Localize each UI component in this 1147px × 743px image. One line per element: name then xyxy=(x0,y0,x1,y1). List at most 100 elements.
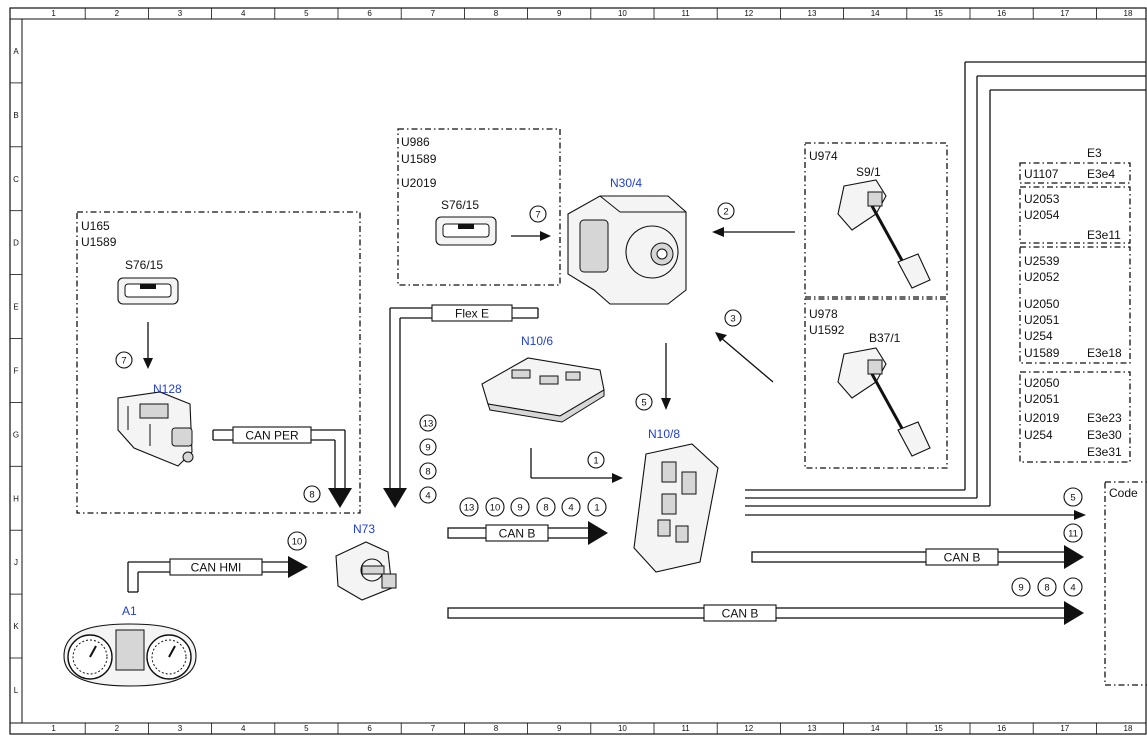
grid-row-label: F xyxy=(14,366,19,375)
n30-4-label: N30/4 xyxy=(610,176,642,190)
right-bottom-group-box: U978 U1592 B37/1 xyxy=(804,298,948,469)
grid-col-label-bottom: 17 xyxy=(1060,724,1069,733)
can-hmi-bus: CAN HMI xyxy=(127,556,308,593)
left-box-code-1: U165 xyxy=(81,219,110,233)
right-step-11-circle: 11 xyxy=(1068,529,1078,540)
n10-8-module-icon xyxy=(633,443,719,573)
switch-icon xyxy=(117,277,179,305)
grid-col-label-top: 9 xyxy=(557,9,562,18)
grid-col-label-bottom: 1 xyxy=(51,724,56,733)
e3-block4-code-2: U2051 xyxy=(1024,392,1060,406)
grid-row-label: G xyxy=(13,430,19,439)
e3-panel: E3 U1107 E3e4 U2053 U2054 E3e11 U2539 U2… xyxy=(1019,146,1131,463)
grid-col-label-top: 18 xyxy=(1124,9,1133,18)
n10-6-module-icon xyxy=(481,357,605,423)
grid-col-label-bottom: 2 xyxy=(115,724,120,733)
grid-col-label-top: 2 xyxy=(115,9,120,18)
can-per-bus: CAN PER xyxy=(212,426,352,508)
row-step-8: 8 xyxy=(543,503,548,514)
e3-block1-ref: E3e4 xyxy=(1087,167,1115,181)
grid-col-label-top: 3 xyxy=(178,9,183,18)
e3-block2-code-2: U2054 xyxy=(1024,208,1060,222)
a1-instrument-cluster-icon xyxy=(63,623,197,687)
can-b-bottom-bus: CAN B xyxy=(447,601,1084,625)
flex-e-bus: Flex E xyxy=(383,304,539,508)
b37-1-label: B37/1 xyxy=(869,331,901,345)
right-step-5-circle: 5 xyxy=(1070,493,1075,504)
row-step-13: 13 xyxy=(464,503,475,514)
row-step-1: 1 xyxy=(594,503,599,514)
grid-col-label-bottom: 18 xyxy=(1124,724,1133,733)
accelerator-pedal-sensor-icon xyxy=(837,347,931,457)
right-row-step-8: 8 xyxy=(1044,583,1049,594)
e3-block4-code-1: U2050 xyxy=(1024,376,1060,390)
grid-col-label-top: 12 xyxy=(744,9,753,18)
grid-col-label-top: 4 xyxy=(241,9,246,18)
grid-col-label-bottom: 14 xyxy=(871,724,880,733)
can-b-center-bus: CAN B xyxy=(447,521,608,545)
center-box-code-1: U986 xyxy=(401,135,430,149)
grid-row-label: L xyxy=(14,686,19,695)
a1-label: A1 xyxy=(122,604,137,618)
e3-block3-ref: E3e18 xyxy=(1087,346,1122,360)
can-hmi-label: CAN HMI xyxy=(191,561,242,575)
e3-block3-code-2: U2052 xyxy=(1024,270,1060,284)
grid-col-label-top: 5 xyxy=(304,9,309,18)
grid-col-label-bottom: 15 xyxy=(934,724,943,733)
grid-col-label-bottom: 9 xyxy=(557,724,562,733)
row-step-9: 9 xyxy=(517,503,522,514)
switch-icon xyxy=(435,216,497,246)
right-bottom-code-2: U1592 xyxy=(809,323,845,337)
right-top-code-1: U974 xyxy=(809,149,838,163)
e3-block3-code-5: U254 xyxy=(1024,329,1053,343)
step-2-circle: 2 xyxy=(723,207,728,218)
grid-col-label-top: 7 xyxy=(431,9,436,18)
e3-title: E3 xyxy=(1087,146,1102,160)
right-row-step-9: 9 xyxy=(1018,583,1023,594)
right-top-group-box: U974 S9/1 xyxy=(804,142,948,298)
can-b-right-bus: CAN B xyxy=(751,545,1084,569)
n30-4-module-icon xyxy=(567,195,687,305)
step-10-circle: 10 xyxy=(292,537,303,548)
left-box-code-2: U1589 xyxy=(81,235,117,249)
flex-e-label: Flex E xyxy=(455,307,489,321)
grid-col-label-top: 15 xyxy=(934,9,943,18)
grid-row-label: C xyxy=(13,175,19,184)
e3-block3-code-4: U2051 xyxy=(1024,313,1060,327)
center-group-box: U986 U1589 U2019 S76/15 7 xyxy=(397,128,561,286)
grid-col-label-bottom: 3 xyxy=(178,724,183,733)
grid-col-label-top: 1 xyxy=(51,9,56,18)
n10-6-label: N10/6 xyxy=(521,334,553,348)
right-step-row: 9 8 4 xyxy=(1011,577,1083,597)
grid-col-label-top: 13 xyxy=(808,9,817,18)
grid-col-label-bottom: 11 xyxy=(681,724,690,733)
stack-step-9: 9 xyxy=(425,443,430,454)
n10-8-label: N10/8 xyxy=(648,427,680,441)
grid-col-label-top: 11 xyxy=(681,9,690,18)
grid-col-label-top: 17 xyxy=(1060,9,1069,18)
step-1-circle: 1 xyxy=(593,456,598,467)
step-3-circle: 3 xyxy=(730,314,735,325)
center-step-circle: 7 xyxy=(535,210,540,221)
left-group-box: U165 U1589 S76/15 7 N128 xyxy=(76,211,361,514)
grid-row-label: J xyxy=(14,558,18,567)
grid-col-label-top: 14 xyxy=(871,9,880,18)
e3-block4-ref-2: E3e30 xyxy=(1087,428,1122,442)
s9-1-label: S9/1 xyxy=(856,165,881,179)
grid-row-label: E xyxy=(13,303,18,312)
row-step-4: 4 xyxy=(568,503,573,514)
grid-row-label: A xyxy=(13,47,19,56)
grid-row-label: D xyxy=(13,239,19,248)
grid-row-label: H xyxy=(13,494,19,503)
grid-col-label-bottom: 12 xyxy=(744,724,753,733)
left-box-switch-label: S76/15 xyxy=(125,258,163,272)
e3-block4-ref-3: E3e31 xyxy=(1087,445,1122,459)
e3-block3-code-6: U1589 xyxy=(1024,346,1060,360)
grid-col-label-top: 10 xyxy=(618,9,627,18)
grid-col-label-bottom: 10 xyxy=(618,724,627,733)
stack-step-13: 13 xyxy=(423,419,434,430)
e3-block1-code: U1107 xyxy=(1024,167,1059,181)
can-b-center-label: CAN B xyxy=(499,527,536,541)
grid-row-label: B xyxy=(13,111,18,120)
